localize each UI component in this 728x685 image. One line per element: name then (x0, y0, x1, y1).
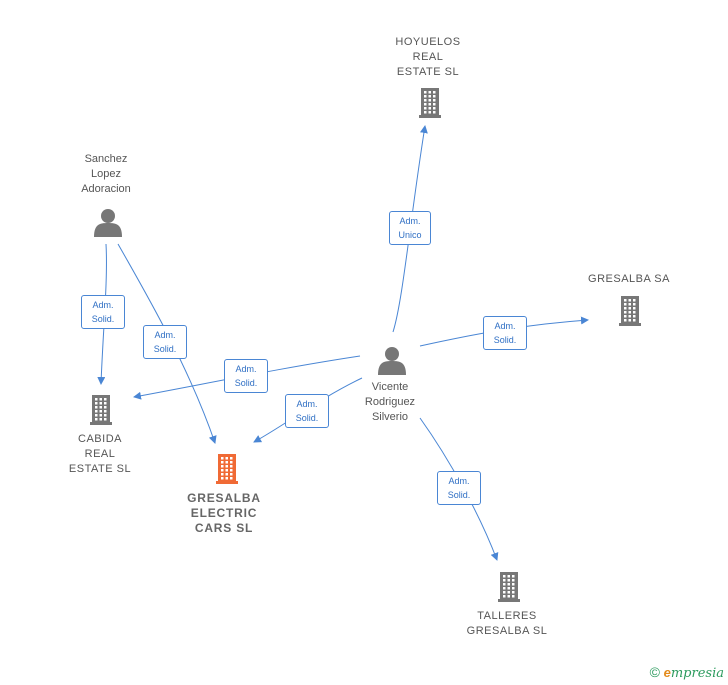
person-label-sanchez[interactable]: Sanchez Lopez Adoracion (81, 153, 131, 195)
role-badge-vicente-gresalba_electric[interactable]: Adm. Solid. (285, 394, 329, 428)
role-badge-vicente-gresalba_sa[interactable]: Adm. Solid. (483, 316, 527, 350)
building-icon[interactable] (419, 88, 441, 118)
company-label-gresalba_electric[interactable]: GRESALBA ELECTRIC CARS SL (187, 491, 261, 535)
building-icon[interactable] (498, 572, 520, 602)
role-badge-vicente-talleres[interactable]: Adm. Solid. (437, 471, 481, 505)
edge-vicente-to-hoyuelos (392, 125, 428, 333)
brand-text: mpresia (670, 666, 724, 681)
person-icon[interactable] (94, 209, 122, 237)
building-icon[interactable] (619, 296, 641, 326)
company-label-cabida[interactable]: CABIDA REAL ESTATE SL (68, 433, 132, 475)
brand-initial: e (663, 665, 671, 680)
company-label-talleres[interactable]: TALLERES GRESALBA SL (466, 610, 548, 637)
role-badge-vicente-hoyuelos[interactable]: Adm. Unico (389, 211, 431, 245)
company-label-hoyuelos[interactable]: HOYUELOS REAL ESTATE SL (395, 36, 461, 78)
company-label-gresalba_sa[interactable]: GRESALBA SA (588, 273, 670, 285)
copyright-icon: © (649, 664, 660, 680)
building-icon[interactable] (216, 454, 238, 484)
person-icon[interactable] (378, 347, 406, 375)
person-label-vicente[interactable]: Vicente Rodriguez Silverio (364, 381, 416, 423)
role-badge-sanchez-cabida[interactable]: Adm. Solid. (81, 295, 125, 329)
building-icon[interactable] (90, 395, 112, 425)
empresia-logo: © empresia (650, 664, 724, 681)
role-badge-sanchez-gresalba_electric[interactable]: Adm. Solid. (143, 325, 187, 359)
role-badge-vicente-cabida[interactable]: Adm. Solid. (224, 359, 268, 393)
